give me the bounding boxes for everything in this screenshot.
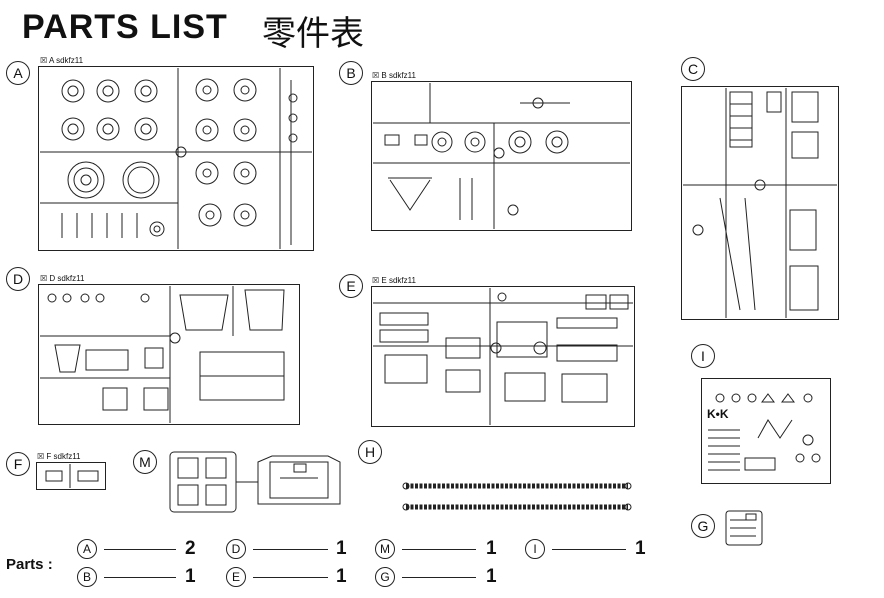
parts-qty-g: 1 (486, 566, 497, 587)
sprue-f-tag: ☒ F sdkfz11 (37, 452, 81, 461)
parts-line-a (104, 549, 176, 551)
sprue-i-marker: I (691, 344, 715, 368)
sprue-a-frame (38, 66, 314, 251)
sprue-f-marker: F (6, 452, 30, 476)
sprue-c-marker: C (681, 57, 705, 81)
parts-letter-i: I (525, 539, 545, 559)
sprue-b-marker: B (339, 61, 363, 85)
parts-list-title-chinese: 零件表 (262, 14, 364, 54)
parts-list-title: PARTS LIST (22, 8, 228, 46)
sprue-f-frame (36, 462, 106, 490)
sprue-g-marker: G (691, 514, 715, 538)
parts-qty-a: 2 (185, 538, 196, 559)
sprue-h-marker: H (358, 440, 382, 464)
parts-qty-i: 1 (635, 538, 646, 559)
parts-qty-m: 1 (486, 538, 497, 559)
parts-letter-g: G (375, 567, 395, 587)
sprue-a-tag: ☒ A sdkfz11 (40, 56, 84, 65)
sprue-d-tag: ☒ D sdkfz11 (40, 274, 85, 283)
parts-letter-e: E (226, 567, 246, 587)
parts-line-e (253, 577, 328, 579)
decal-sheet-logo: K•K (707, 407, 729, 421)
parts-line-b (104, 577, 176, 579)
parts-line-g (402, 577, 476, 579)
parts-qty-d: 1 (336, 538, 347, 559)
sprue-b-frame (371, 81, 632, 231)
parts-qty-e: 1 (336, 566, 347, 587)
decal-sheet-i (701, 378, 831, 484)
parts-line-d (253, 549, 328, 551)
parts-letter-a: A (77, 539, 97, 559)
parts-letter-m: M (375, 539, 395, 559)
sprue-e-marker: E (339, 274, 363, 298)
parts-line-m (402, 549, 476, 551)
parts-letter-d: D (226, 539, 246, 559)
sprue-m-marker: M (133, 450, 157, 474)
parts-label: Parts : (6, 556, 53, 573)
sprue-a-marker: A (6, 61, 30, 85)
sprue-e-tag: ☒ E sdkfz11 (372, 276, 416, 285)
sprue-c-frame (681, 86, 839, 320)
parts-qty-b: 1 (185, 566, 196, 587)
sprue-d-marker: D (6, 267, 30, 291)
parts-line-i (552, 549, 626, 551)
sprue-d-frame (38, 284, 300, 425)
parts-letter-b: B (77, 567, 97, 587)
sprue-b-tag: ☒ B sdkfz11 (372, 71, 416, 80)
